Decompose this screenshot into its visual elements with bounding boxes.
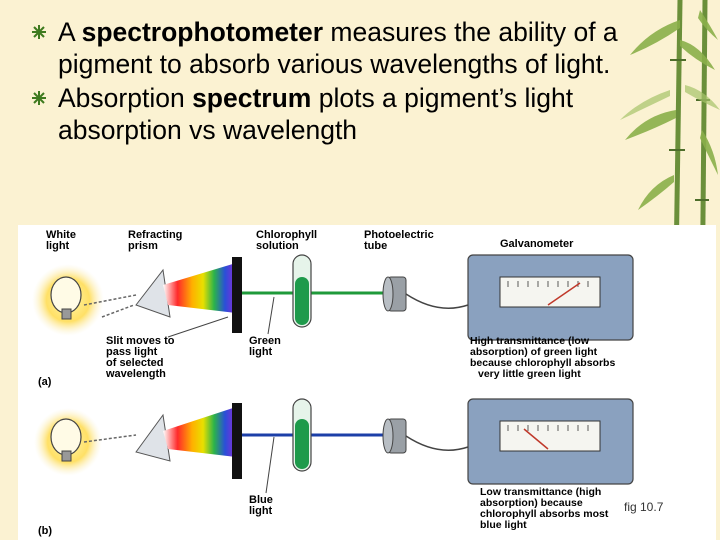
svg-text:light: light: [46, 240, 70, 252]
svg-text:pass light: pass light: [106, 346, 158, 358]
bullet-spectrophotometer: A spectrophotometer measures the ability…: [30, 16, 630, 80]
apparatus-a: [32, 254, 634, 341]
svg-text:Green: Green: [249, 335, 281, 347]
light-bulb-icon: [50, 418, 82, 462]
apparatus-b: [34, 398, 634, 485]
galvanometer-a: [467, 254, 634, 341]
test-tube: [292, 254, 312, 328]
slit-plate: [232, 403, 242, 479]
svg-text:Blue: Blue: [249, 494, 273, 506]
bullet-list: A spectrophotometer measures the ability…: [30, 16, 630, 148]
svg-text:because chlorophyll absorbs: because chlorophyll absorbs: [470, 357, 615, 369]
svg-text:chlorophyll absorbs most: chlorophyll absorbs most: [480, 508, 609, 520]
svg-text:Photoelectric: Photoelectric: [364, 229, 434, 241]
spectrum-beam: [163, 263, 236, 313]
spectrophotometer-figure: White light Refracting prism Chlorophyll…: [18, 225, 716, 540]
figure-reference: fig 10.7: [624, 500, 664, 514]
svg-text:(a): (a): [38, 376, 52, 388]
svg-text:absorption) of green light: absorption) of green light: [470, 346, 598, 358]
galvanometer-b: [467, 398, 634, 485]
spectrum-beam: [163, 407, 236, 457]
meter-needle: [523, 428, 549, 450]
svg-text:solution: solution: [256, 240, 299, 252]
light-bulb-icon: [50, 276, 82, 320]
spectrophotometer-diagram: White light Refracting prism Chlorophyll…: [32, 229, 634, 537]
term-spectrophotometer: spectrophotometer: [81, 17, 324, 47]
photoelectric-tube: [382, 418, 407, 454]
slit-plate: [232, 257, 242, 333]
prism: [135, 413, 171, 462]
svg-text:light: light: [249, 346, 273, 358]
svg-text:Galvanometer: Galvanometer: [500, 238, 574, 250]
test-tube: [292, 398, 312, 472]
svg-text:light: light: [249, 505, 273, 517]
svg-text:High transmittance (low: High transmittance (low: [470, 335, 590, 347]
svg-text:White: White: [46, 229, 76, 241]
prism: [135, 268, 171, 318]
bullet-star-icon: [32, 91, 46, 105]
term-spectrum: spectrum: [192, 83, 312, 113]
svg-text:tube: tube: [364, 240, 387, 252]
svg-text:Slit moves to: Slit moves to: [106, 335, 175, 347]
svg-text:Low transmittance (high: Low transmittance (high: [480, 486, 601, 498]
svg-text:(b): (b): [38, 525, 52, 537]
bullet-absorption-spectrum: Absorption spectrum plots a pigment’s li…: [30, 82, 630, 146]
svg-text:Chlorophyll: Chlorophyll: [256, 229, 317, 241]
svg-text:prism: prism: [128, 240, 158, 252]
svg-text:of selected: of selected: [106, 357, 163, 369]
photoelectric-tube: [382, 276, 407, 312]
svg-text:very little green light: very little green light: [478, 368, 581, 380]
svg-text:blue light: blue light: [480, 519, 527, 531]
svg-text:wavelength: wavelength: [105, 368, 166, 380]
bullet-star-icon: [32, 25, 46, 39]
meter-needle: [547, 282, 581, 306]
svg-text:Refracting: Refracting: [128, 229, 182, 241]
svg-text:absorption) because: absorption) because: [480, 497, 583, 509]
